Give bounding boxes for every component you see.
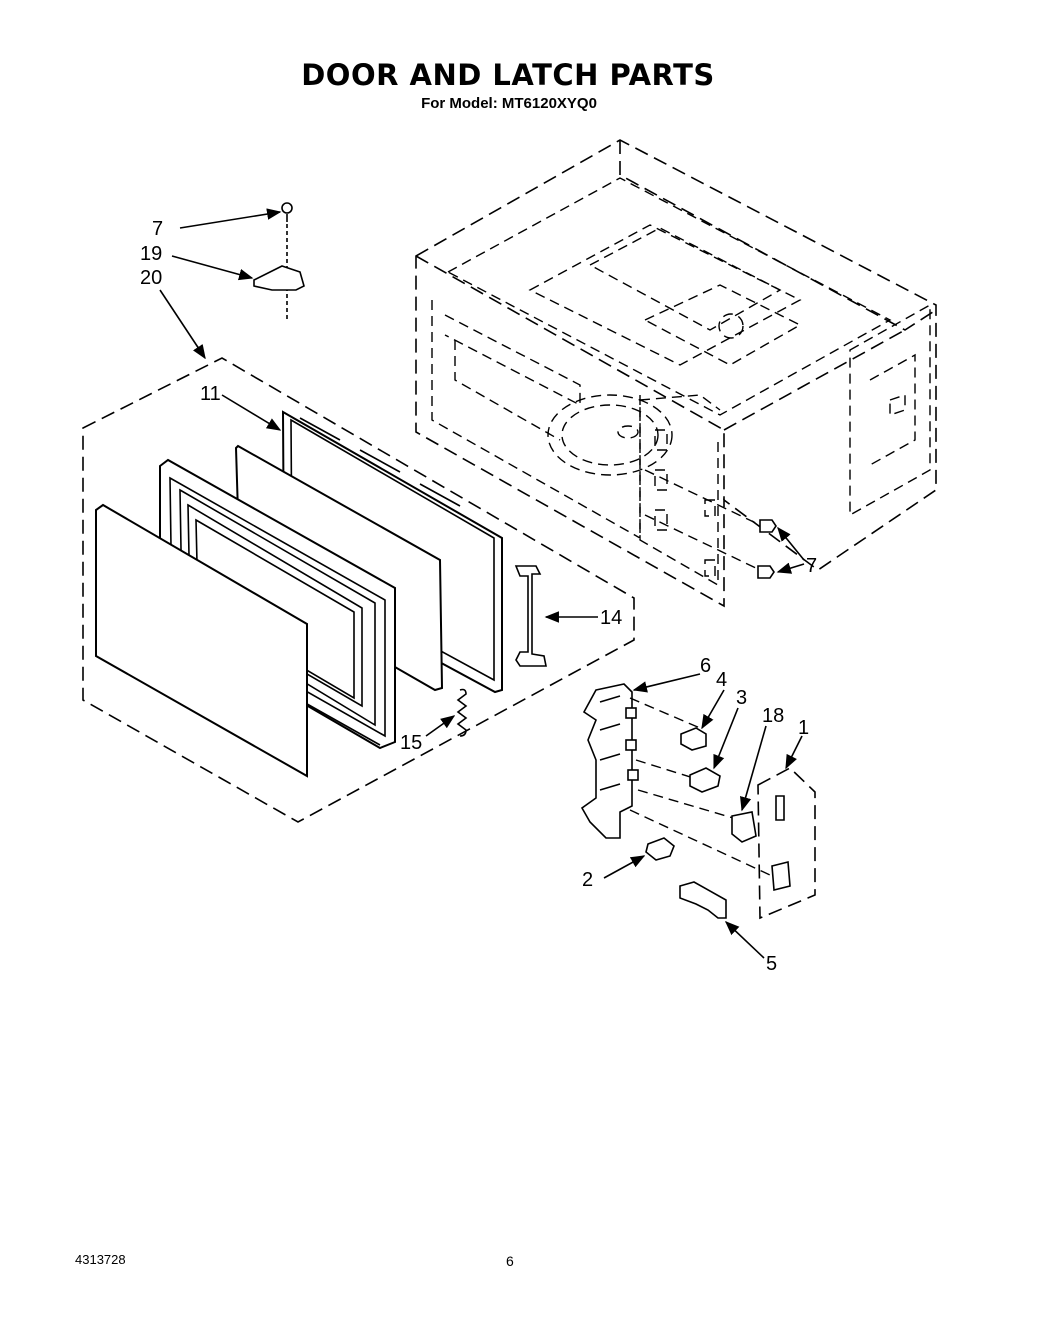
model-subtitle: For Model: MT6120XYQ0: [421, 95, 597, 112]
leader-lines: [159, 208, 805, 959]
callout-18: 18: [762, 705, 784, 727]
oven-cavity: [415, 139, 937, 608]
callout-7-screw: 7: [152, 218, 163, 240]
fuse: [775, 795, 785, 821]
switch-part-1: [771, 860, 791, 892]
latch-housing: [580, 683, 771, 876]
switch-part-18: [731, 811, 757, 843]
callout-20: 20: [140, 267, 162, 289]
page-title: DOOR AND LATCH PARTS: [301, 58, 715, 92]
switch-part-4: [680, 727, 707, 751]
cavity-screws: [757, 519, 777, 579]
callout-7-cavity: 7: [806, 555, 817, 577]
callout-2: 2: [582, 869, 593, 891]
latch-spring: [456, 688, 468, 737]
hinge-screw: [281, 202, 293, 320]
switch-part-3: [689, 767, 721, 793]
callout-11: 11: [200, 383, 221, 405]
callout-1: 1: [798, 717, 809, 739]
latch-hook: [514, 565, 547, 667]
door-assembly-outline: [82, 357, 635, 823]
latch-lever: [679, 881, 727, 919]
hinge-bracket: [253, 265, 305, 291]
callout-4: 4: [716, 669, 727, 691]
callout-15: 15: [400, 732, 422, 754]
callout-5: 5: [766, 953, 777, 975]
callout-6: 6: [700, 655, 711, 677]
page-number: 6: [506, 1253, 514, 1269]
callout-3: 3: [736, 687, 747, 709]
switch-part-2: [645, 837, 675, 861]
callout-14: 14: [600, 607, 622, 629]
document-number: 4313728: [75, 1252, 126, 1267]
door-outer-panel: [95, 503, 308, 778]
monitor-switch-bracket: [757, 767, 816, 920]
callout-19: 19: [140, 243, 162, 265]
